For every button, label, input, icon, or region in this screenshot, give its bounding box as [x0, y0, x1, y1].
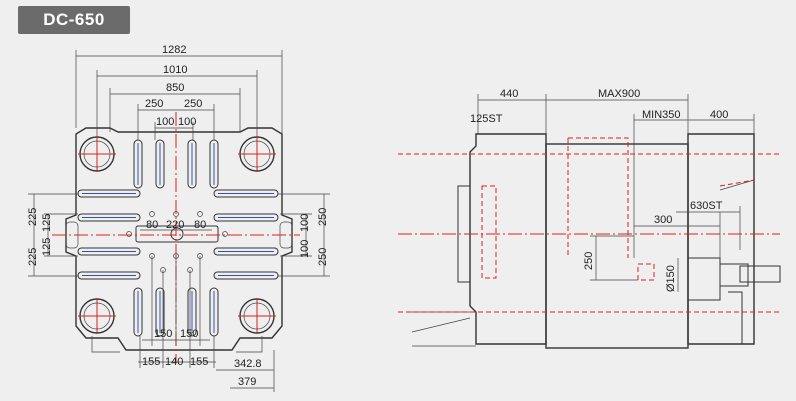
dim-min350: MIN350	[642, 109, 681, 121]
dim-125-left-bottom: 125	[41, 238, 53, 256]
dim-dia150: Ø150	[665, 265, 677, 292]
dim-400: 400	[710, 109, 728, 121]
dim-250-side: 250	[583, 252, 595, 270]
dim-80-left: 80	[146, 219, 158, 231]
dim-342-8: 342.8	[234, 358, 262, 370]
t-slots-left	[77, 189, 141, 280]
platen-foot	[91, 336, 263, 353]
t-slots-right	[213, 189, 279, 280]
dim-155-right: 155	[190, 356, 208, 368]
platen-outline	[65, 127, 293, 351]
rear-platen	[687, 133, 755, 345]
dim-max900: MAX900	[598, 88, 640, 100]
moving-platen	[545, 143, 689, 349]
dim-125-left-top: 125	[41, 214, 53, 232]
dim-140: 140	[165, 356, 183, 368]
fixed-platen-boss	[457, 185, 470, 283]
dim-250-right-bottom: 250	[317, 248, 329, 266]
dim-1282: 1282	[162, 44, 186, 56]
dim-225-left-top: 225	[27, 208, 39, 226]
dim-250-left: 250	[145, 98, 163, 110]
dim-250-right: 250	[184, 98, 202, 110]
center-locating-hole	[135, 225, 219, 243]
dim-100-right: 100	[178, 116, 196, 128]
model-label: DC-650	[43, 10, 105, 29]
label-125st: 125ST	[470, 113, 503, 125]
dim-220: 220	[166, 219, 184, 231]
model-badge: DC-650	[18, 6, 130, 34]
clamping-side-view: 440 MAX900 MIN350 400 125ST	[398, 88, 781, 349]
dim-850: 850	[166, 82, 184, 94]
platen-front-view: 1282 1010 850 250 250 100 100 80 220 80 …	[27, 44, 330, 392]
dim-1010: 1010	[163, 64, 187, 76]
t-slots-bottom	[133, 287, 219, 337]
dim-225-left-bottom: 225	[27, 248, 39, 266]
dim-150-right: 150	[180, 328, 198, 340]
dim-100-right-top: 100	[299, 214, 311, 232]
dim-250-right-top: 250	[317, 208, 329, 226]
dim-150-left: 150	[154, 328, 172, 340]
dim-100-right-bottom: 100	[299, 240, 311, 258]
dim-80-right: 80	[194, 219, 206, 231]
dim-100-left: 100	[156, 116, 174, 128]
dim-379: 379	[238, 376, 256, 388]
dim-155-left: 155	[142, 356, 160, 368]
dim-300: 300	[654, 214, 672, 226]
label-630st: 630ST	[690, 200, 723, 212]
dim-440: 440	[500, 88, 518, 100]
